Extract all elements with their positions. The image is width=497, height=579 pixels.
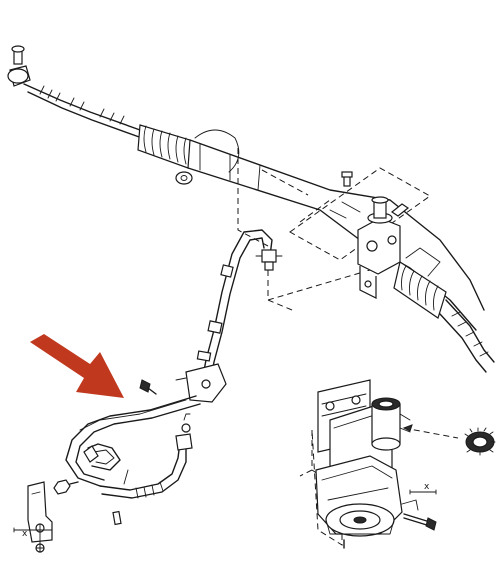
- bolt-bracket: [139, 379, 157, 395]
- bellows-boot-right: [393, 261, 447, 319]
- pump-pulley-flange: [325, 503, 395, 537]
- hose-bracket: [175, 363, 227, 403]
- pump-cylinder: [371, 397, 411, 451]
- return-hose-clip: [175, 413, 193, 451]
- dimension-label-x-right: x: [424, 482, 430, 492]
- small-plug: [112, 510, 122, 526]
- tie-rod-end-left: [7, 45, 31, 87]
- steering-rack: [7, 45, 495, 373]
- line-end-fitting: [255, 249, 283, 271]
- dimension-label-x-left: x: [22, 529, 28, 539]
- bellows-boot-left: [137, 124, 191, 169]
- pressure-line: [196, 229, 283, 395]
- hose-assembly: [13, 229, 283, 553]
- callout-arrow: [30, 334, 124, 398]
- pinion-valve-housing: [357, 196, 410, 299]
- power-steering-pump: [299, 379, 496, 549]
- left-mount-bracket: [27, 481, 53, 553]
- bolt-top: [341, 171, 353, 187]
- drive-gear: [464, 427, 496, 456]
- pump-bolt-right: [403, 513, 437, 531]
- nut-left: [53, 479, 79, 495]
